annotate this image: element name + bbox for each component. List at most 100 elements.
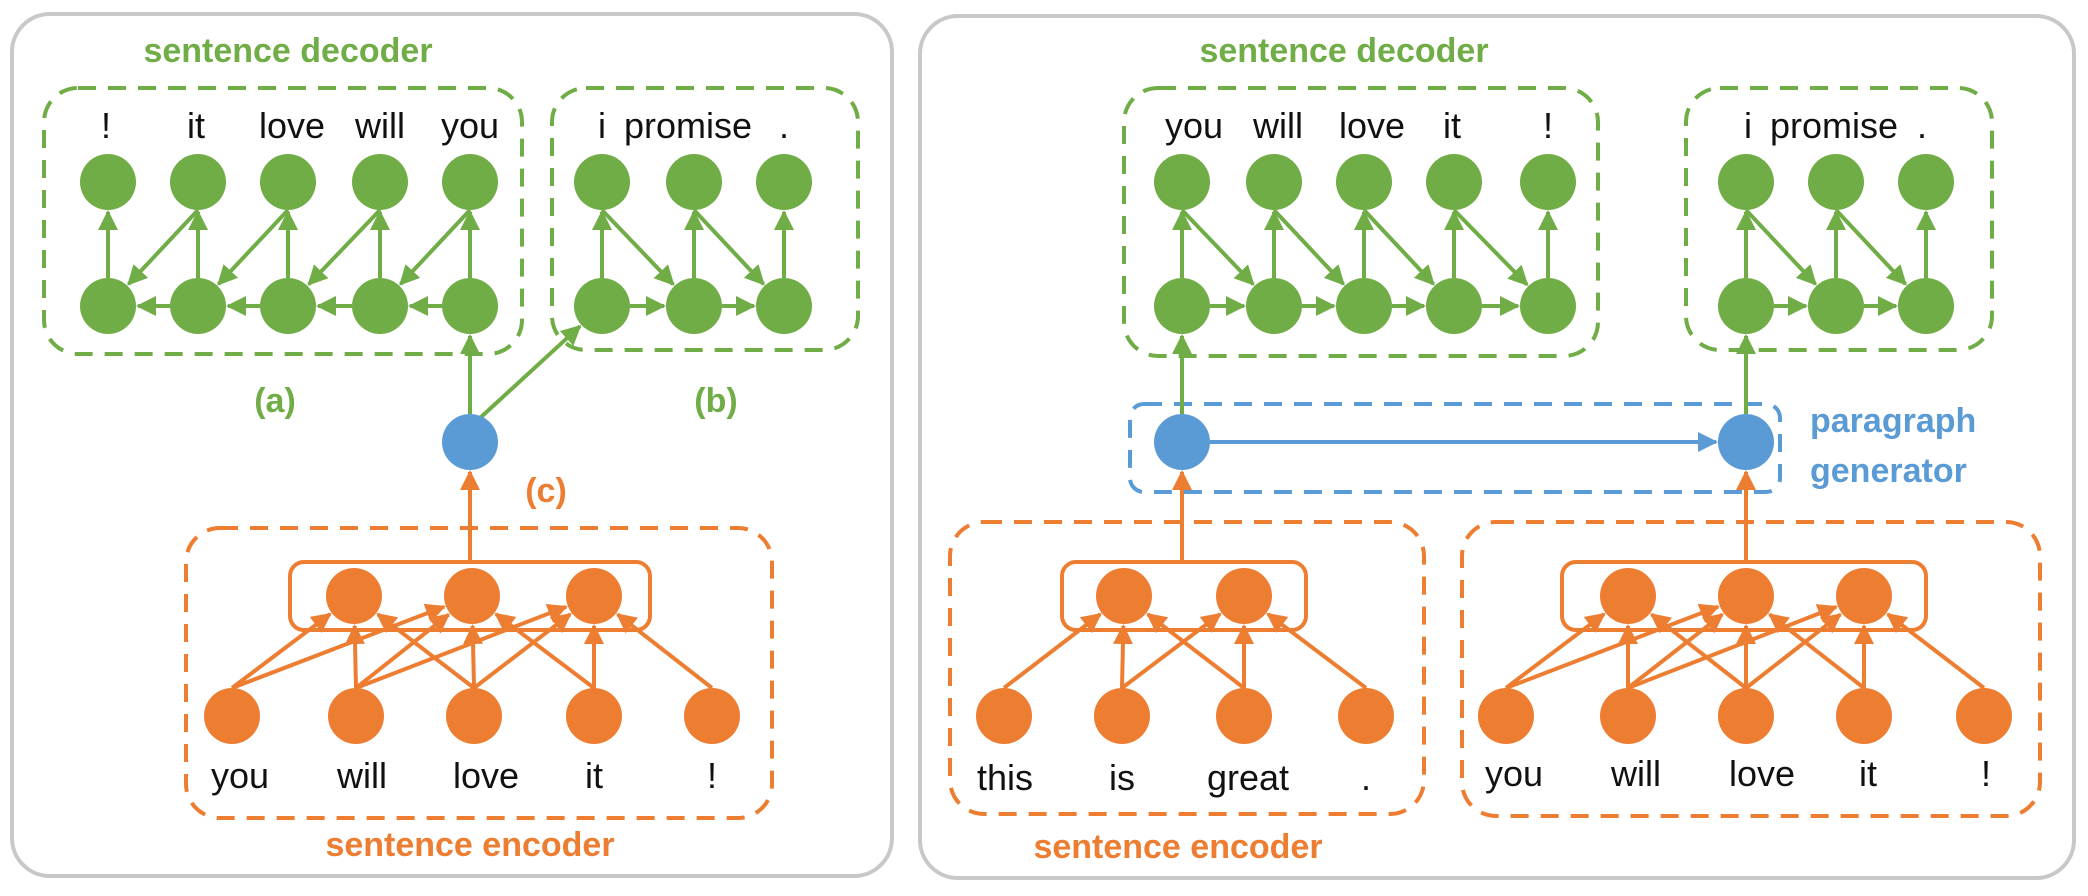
word: promise	[624, 105, 752, 146]
word: it	[187, 105, 205, 146]
encoder-edge	[1627, 604, 1838, 690]
decoder-state-node	[1246, 278, 1302, 334]
encoder-edge	[1112, 623, 1133, 689]
decoder-edge	[1362, 208, 1435, 286]
left-encoder-title: sentence encoder	[325, 826, 614, 864]
decoder-group-1	[1122, 86, 1600, 358]
decoder-output-node	[666, 154, 722, 210]
decoder-output-node	[170, 154, 226, 210]
encoder-edge	[1266, 612, 1368, 690]
encoder-hidden-node	[326, 568, 382, 624]
encoder-input-node	[566, 688, 622, 744]
decoder-output-node	[1718, 154, 1774, 210]
word: is	[1109, 757, 1135, 798]
decoder-edge	[399, 208, 472, 286]
word: promise	[1770, 105, 1898, 146]
decoder-edge	[1452, 208, 1529, 286]
encoder-edge	[1120, 612, 1222, 690]
encoder-edge	[230, 612, 332, 690]
word: love	[1339, 105, 1405, 146]
decoder-state-node	[170, 278, 226, 334]
decoder-output-node	[1246, 154, 1302, 210]
paragraph-title-line2: generator	[1810, 452, 1967, 490]
decoder-edge	[478, 324, 582, 420]
decoder-output-node	[1336, 154, 1392, 210]
decoder-state-node	[442, 278, 498, 334]
word: it	[585, 755, 603, 796]
encoder-input-node	[204, 688, 260, 744]
encoder-input-node	[1094, 688, 1150, 744]
encoder-input-node	[1338, 688, 1394, 744]
encoder-input-node	[1600, 688, 1656, 744]
encoder-hidden-node	[566, 568, 622, 624]
word: .	[1361, 757, 1371, 798]
encoder-edge	[1650, 612, 1748, 690]
decoder-output-node	[442, 154, 498, 210]
decoder-output-node	[1520, 154, 1576, 210]
encoder-edge	[354, 613, 451, 690]
right-panel	[918, 14, 2076, 880]
word: .	[779, 105, 789, 146]
encoder-edge	[1146, 612, 1246, 690]
decoder-state-node	[80, 278, 136, 334]
word: love	[1729, 753, 1795, 794]
left-label-c: (c)	[525, 472, 567, 510]
decoder-output-node	[1426, 154, 1482, 210]
word: will	[354, 105, 405, 146]
decoder-state-node	[1426, 278, 1482, 334]
decoder-edge	[307, 208, 382, 286]
encoder-hidden-node	[1096, 568, 1152, 624]
word: it	[1443, 105, 1461, 146]
encoder-input-node	[1216, 688, 1272, 744]
decoder-output-node	[80, 154, 136, 210]
left-label-a: (a)	[254, 382, 296, 420]
decoder-output-node	[574, 154, 630, 210]
decoder-output-node	[756, 154, 812, 210]
decoder-edge	[692, 208, 765, 286]
right-decoder-title: sentence decoder	[1199, 32, 1488, 70]
encoder-hidden-node	[1836, 568, 1892, 624]
word: love	[453, 755, 519, 796]
decoder-state-node	[1898, 278, 1954, 334]
encoder-edge	[1002, 612, 1102, 690]
paragraph-title-line1: paragraph	[1810, 402, 1976, 440]
word: i	[598, 105, 606, 146]
decoder-edge	[600, 208, 675, 286]
decoder-edge	[127, 208, 200, 286]
word: will	[336, 755, 387, 796]
encoder-hidden-node	[1600, 568, 1656, 624]
decoder-state-node	[1520, 278, 1576, 334]
encoder-group-2	[1460, 520, 2042, 818]
decoder-edge	[217, 208, 290, 286]
word: !	[1543, 105, 1553, 146]
encoder-edge	[1886, 612, 1986, 690]
encoder-edge	[616, 612, 714, 690]
decoder-edge	[1272, 208, 1345, 286]
decoder-state-node	[260, 278, 316, 334]
word: will	[1252, 105, 1303, 146]
encoder-hidden-node	[1718, 568, 1774, 624]
encoder-edge	[355, 603, 568, 690]
word: love	[259, 105, 325, 146]
paragraph-vector-node	[442, 414, 498, 470]
word: i	[1744, 105, 1752, 146]
left-label-b: (b)	[694, 382, 737, 420]
paragraph-generator-node	[1718, 414, 1774, 470]
encoder-input-node	[328, 688, 384, 744]
decoder-edge	[1744, 208, 1817, 286]
word: will	[1610, 753, 1661, 794]
decoder-output-node	[352, 154, 408, 210]
encoder-edge	[1626, 612, 1724, 690]
word: .	[1917, 105, 1927, 146]
decoder-state-node	[1808, 278, 1864, 334]
word: !	[707, 755, 717, 796]
decoder-state-node	[1154, 278, 1210, 334]
word: !	[101, 105, 111, 146]
word: you	[1485, 753, 1543, 794]
decoder-output-node	[1898, 154, 1954, 210]
decoder-state-node	[574, 278, 630, 334]
word: you	[441, 105, 499, 146]
decoder-edge	[1834, 208, 1907, 286]
encoder-input-node	[446, 688, 502, 744]
